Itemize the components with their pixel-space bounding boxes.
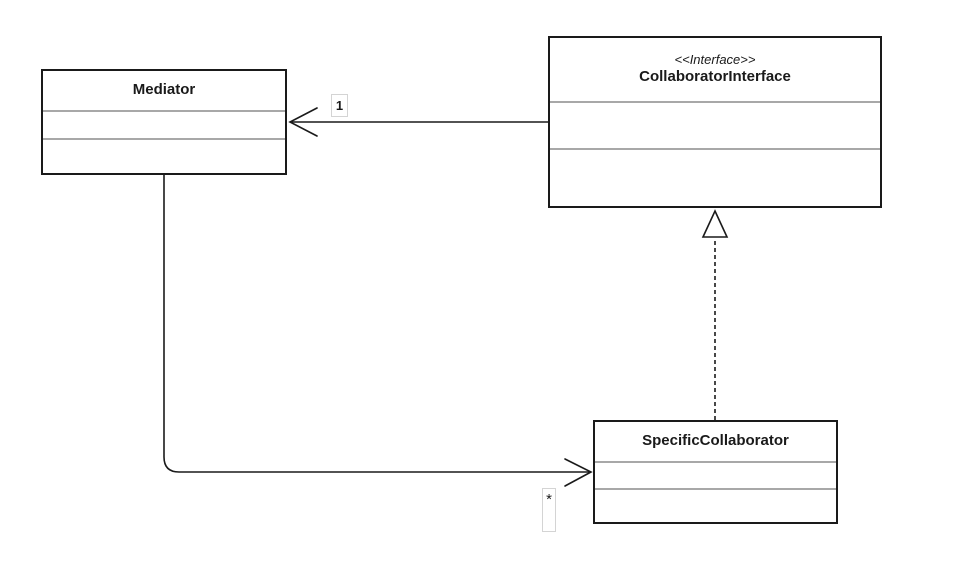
class-specific-collaborator-title: SpecificCollaborator (595, 422, 836, 461)
multiplicity-label-one[interactable]: 1 (331, 94, 348, 117)
class-collaborator-interface-name: CollaboratorInterface (639, 68, 791, 86)
class-collaborator-interface-stereotype: <<Interface>> (674, 52, 756, 67)
edge-realization-specific-to-interface[interactable] (701, 209, 729, 420)
class-collaborator-interface-methods-compartment (550, 148, 880, 206)
class-mediator-title: Mediator (43, 71, 285, 110)
class-specific-collaborator-methods-compartment (595, 488, 836, 522)
class-mediator-name: Mediator (132, 81, 196, 99)
class-specific-collaborator-attributes-compartment (595, 461, 836, 488)
edge-association-interface-to-mediator[interactable] (288, 107, 548, 137)
class-specific-collaborator[interactable]: SpecificCollaborator (593, 420, 838, 524)
class-collaborator-interface-attributes-compartment (550, 101, 880, 148)
class-collaborator-interface-title: <<Interface>> CollaboratorInterface (550, 38, 880, 101)
multiplicity-label-many[interactable]: * (542, 488, 556, 532)
class-mediator-methods-compartment (43, 138, 285, 173)
edge-association-mediator-to-specific[interactable] (163, 175, 593, 487)
class-specific-collaborator-name: SpecificCollaborator (642, 432, 789, 450)
class-mediator-attributes-compartment (43, 110, 285, 138)
class-collaborator-interface[interactable]: <<Interface>> CollaboratorInterface (548, 36, 882, 208)
class-mediator[interactable]: Mediator (41, 69, 287, 175)
